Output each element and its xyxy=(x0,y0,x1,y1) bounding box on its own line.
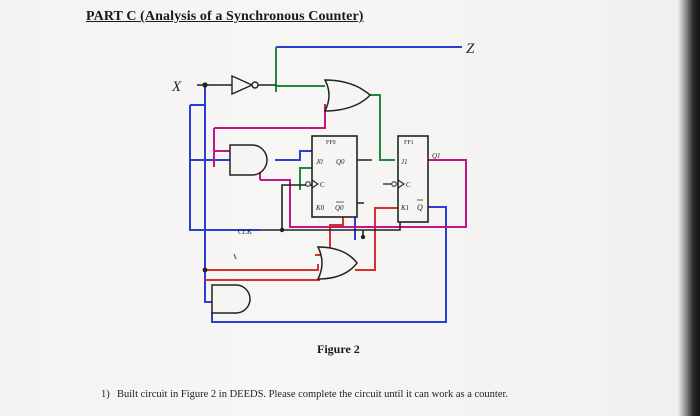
ff1-q-label: Q1 xyxy=(432,152,441,160)
output-z-label: Z xyxy=(466,41,475,57)
junction-dot xyxy=(202,267,208,273)
or-gate-bottom xyxy=(316,246,358,280)
page-edge-shadow xyxy=(678,0,700,416)
junction-dot xyxy=(279,227,285,233)
section-title: PART C (Analysis of a Synchronous Counte… xyxy=(86,9,364,24)
magenta-wires xyxy=(213,104,467,228)
ff0-k-label: K0 xyxy=(315,204,325,212)
question-1: 1) Built circuit in Figure 2 in DEEDS. Pl… xyxy=(101,384,561,405)
ff1-qbar-label: Q xyxy=(417,203,423,212)
question-number: 1) xyxy=(101,389,110,400)
ff1-c-label: C xyxy=(406,181,411,189)
ff1-j-label: J1 xyxy=(401,158,408,166)
and-gate-left xyxy=(229,144,268,176)
green-wires xyxy=(275,47,395,190)
input-x-label: X xyxy=(171,79,182,95)
pencil-mark xyxy=(233,253,237,260)
or-gate-top xyxy=(323,79,371,112)
flip-flop-ff0: FF0 J0 Q0 C K0 Q0 xyxy=(305,135,358,218)
and-gate-bottom xyxy=(211,284,251,314)
ff0-name: FF0 xyxy=(326,140,336,146)
ff0-qbar-label: Q0 xyxy=(335,204,344,212)
question-text: Built circuit in Figure 2 in DEEDS. Plea… xyxy=(117,389,509,400)
ff0-c-label: C xyxy=(320,181,325,189)
figure-caption: Figure 2 xyxy=(317,342,360,356)
ff1-name: FF1 xyxy=(404,140,414,146)
ff1-k-label: K1 xyxy=(400,204,409,212)
blue-wires xyxy=(189,46,462,323)
red-wires xyxy=(205,207,398,281)
clk-label: CLK xyxy=(238,228,252,236)
ff0-j-label: J0 xyxy=(316,158,323,166)
ff0-q-label: Q0 xyxy=(336,158,345,166)
flip-flop-ff1: FF1 J1 Q1 C K1 Q xyxy=(383,135,441,223)
not-gate xyxy=(231,74,259,96)
junction-dot xyxy=(202,82,208,88)
junction-dot xyxy=(360,234,366,240)
